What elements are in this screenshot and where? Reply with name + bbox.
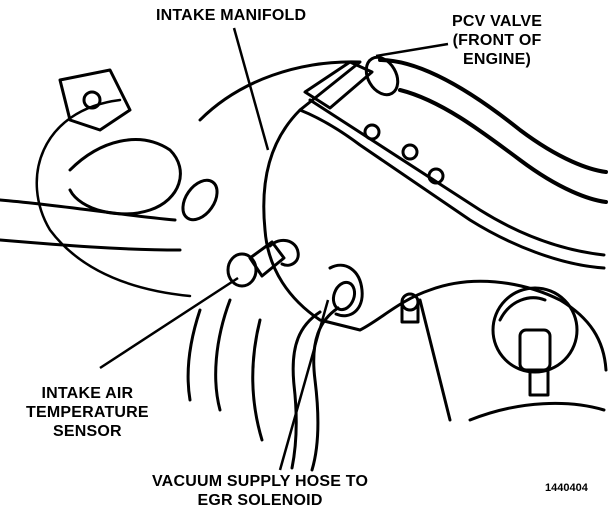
leader-vacuum-hose <box>278 299 330 471</box>
manifold-bolts <box>363 123 445 324</box>
vacuum-hose-line1: VACUUM SUPPLY HOSE TO <box>152 473 369 490</box>
vacuum-hose-line2: EGR SOLENOID <box>197 492 323 509</box>
iat-sensor-line1: INTAKE AIR <box>41 385 134 402</box>
manifold-top-edge <box>308 98 606 257</box>
pcv-hose-inner <box>398 88 608 204</box>
throttle-sensor <box>181 178 219 222</box>
wire-loop <box>35 98 192 298</box>
leader-iat-sensor <box>99 276 239 370</box>
throttle-body-tube <box>68 138 182 216</box>
pcv-valve-line3: ENGINE) <box>463 51 532 68</box>
iat-sensor <box>226 238 300 288</box>
pcv-hose <box>378 58 608 174</box>
throttle-arm <box>0 198 182 252</box>
label-vacuum-hose: VACUUM SUPPLY HOSE TO EGR SOLENOID <box>152 472 368 510</box>
egr-fitting <box>328 263 364 318</box>
leader-intake-manifold <box>232 27 270 151</box>
distributor <box>491 286 579 397</box>
intake-manifold-text: INTAKE MANIFOLD <box>156 7 307 24</box>
bracket-bolt <box>82 90 102 110</box>
label-pcv-valve: PCV VALVE (FRONT OF ENGINE) <box>452 12 542 69</box>
pcv-valve-body <box>303 60 374 110</box>
vacuum-hose <box>310 306 340 472</box>
lower-hose <box>186 298 264 442</box>
iat-sensor-line3: SENSOR <box>53 423 122 440</box>
leader-pcv-valve <box>375 42 449 58</box>
label-intake-manifold: INTAKE MANIFOLD <box>156 6 306 25</box>
manifold-lower <box>418 298 606 422</box>
pcv-valve-line1: PCV VALVE <box>452 13 543 30</box>
vacuum-hose-2 <box>290 310 322 470</box>
figure-number: 1440404 <box>545 482 588 494</box>
label-iat-sensor: INTAKE AIR TEMPERATURE SENSOR <box>26 384 149 441</box>
pcv-valve-line2: (FRONT OF <box>452 32 542 49</box>
iat-sensor-line2: TEMPERATURE <box>26 404 149 421</box>
manifold-rail <box>298 108 606 270</box>
manifold-body <box>198 60 608 372</box>
pcv-valve-end <box>364 55 400 97</box>
bracket-left <box>58 68 132 132</box>
